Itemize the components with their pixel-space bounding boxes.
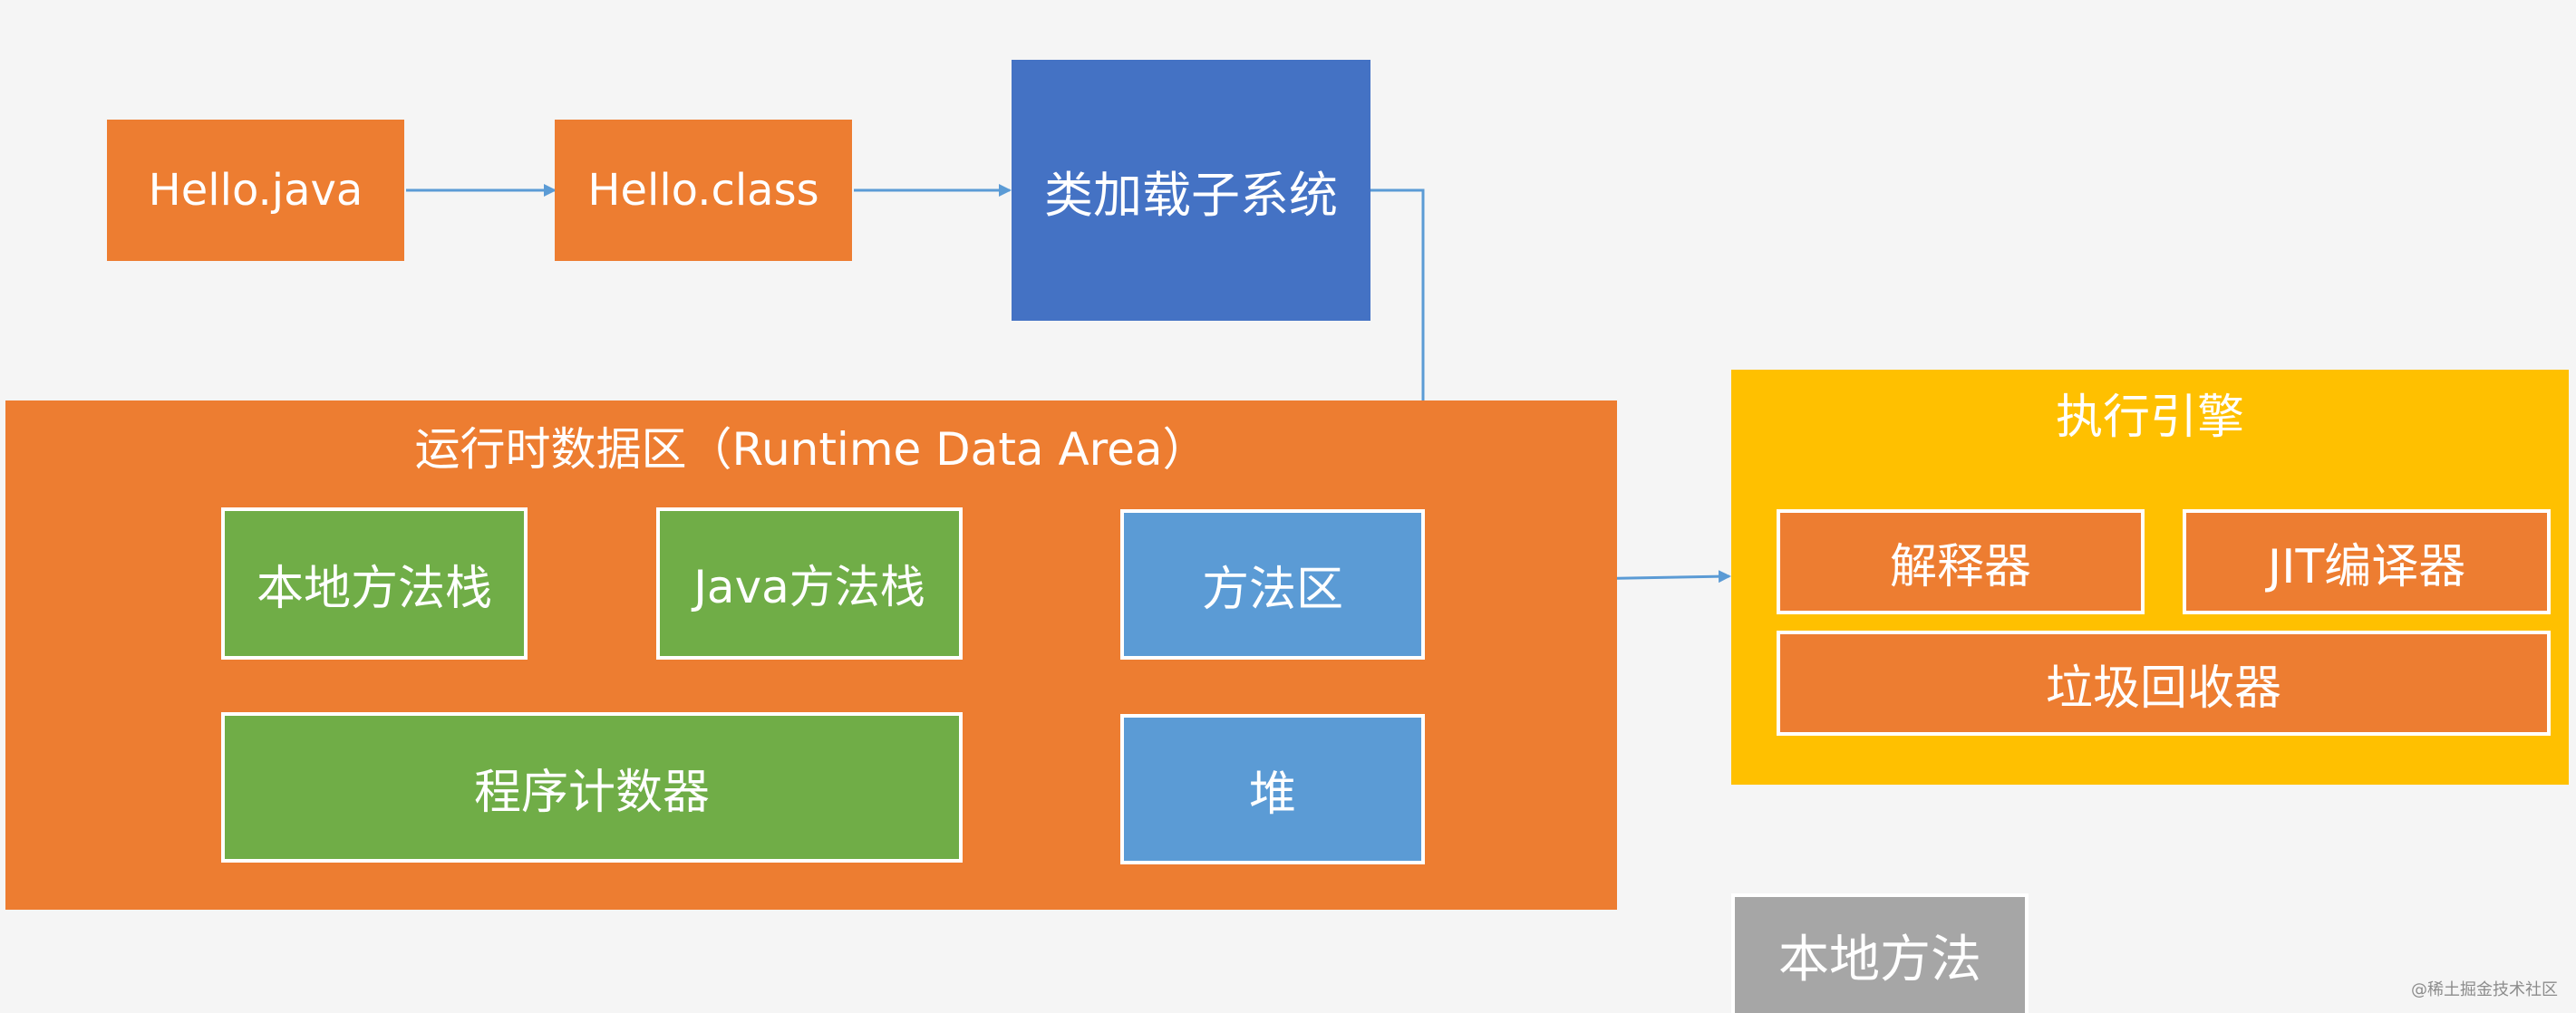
heap-label: 堆 (1248, 767, 1296, 822)
interpreter-label: 解释器 (1889, 539, 2031, 594)
garbage-collector-label: 垃圾回收器 (2045, 661, 2281, 716)
program-counter-node: 程序计数器 (221, 712, 963, 863)
class-loader-subsystem-label: 类加载子系统 (1044, 166, 1338, 224)
program-counter-label: 程序计数器 (473, 765, 710, 820)
runtime-data-area-title: 运行时数据区（Runtime Data Area） (414, 423, 1208, 476)
garbage-collector-node: 垃圾回收器 (1777, 631, 2551, 736)
hello-java-node: Hello.java (107, 120, 404, 261)
execution-engine-title: 执行引擎 (2055, 391, 2244, 445)
native-method-stack-node: 本地方法栈 (221, 507, 528, 660)
hello-class-label: Hello.class (587, 165, 819, 216)
class-loader-subsystem-node: 类加载子系统 (1012, 60, 1370, 321)
jit-compiler-label: JIT编译器 (2267, 539, 2466, 594)
hello-class-node: Hello.class (555, 120, 852, 261)
watermark-text: @稀土掘金技术社区 (2411, 980, 2558, 999)
hello-java-label: Hello.java (148, 165, 363, 216)
method-area-label: 方法区 (1201, 562, 1343, 617)
interpreter-node: 解释器 (1777, 509, 2145, 614)
java-method-stack-node: Java方法栈 (656, 507, 963, 660)
method-area-node: 方法区 (1120, 509, 1425, 660)
jit-compiler-node: JIT编译器 (2183, 509, 2551, 614)
heap-node: 堆 (1120, 714, 1425, 864)
native-method-node: 本地方法 (1731, 893, 2029, 1013)
native-method-stack-label: 本地方法栈 (256, 561, 492, 616)
native-method-label: 本地方法 (1778, 930, 1981, 989)
java-method-stack-label: Java方法栈 (693, 561, 925, 613)
